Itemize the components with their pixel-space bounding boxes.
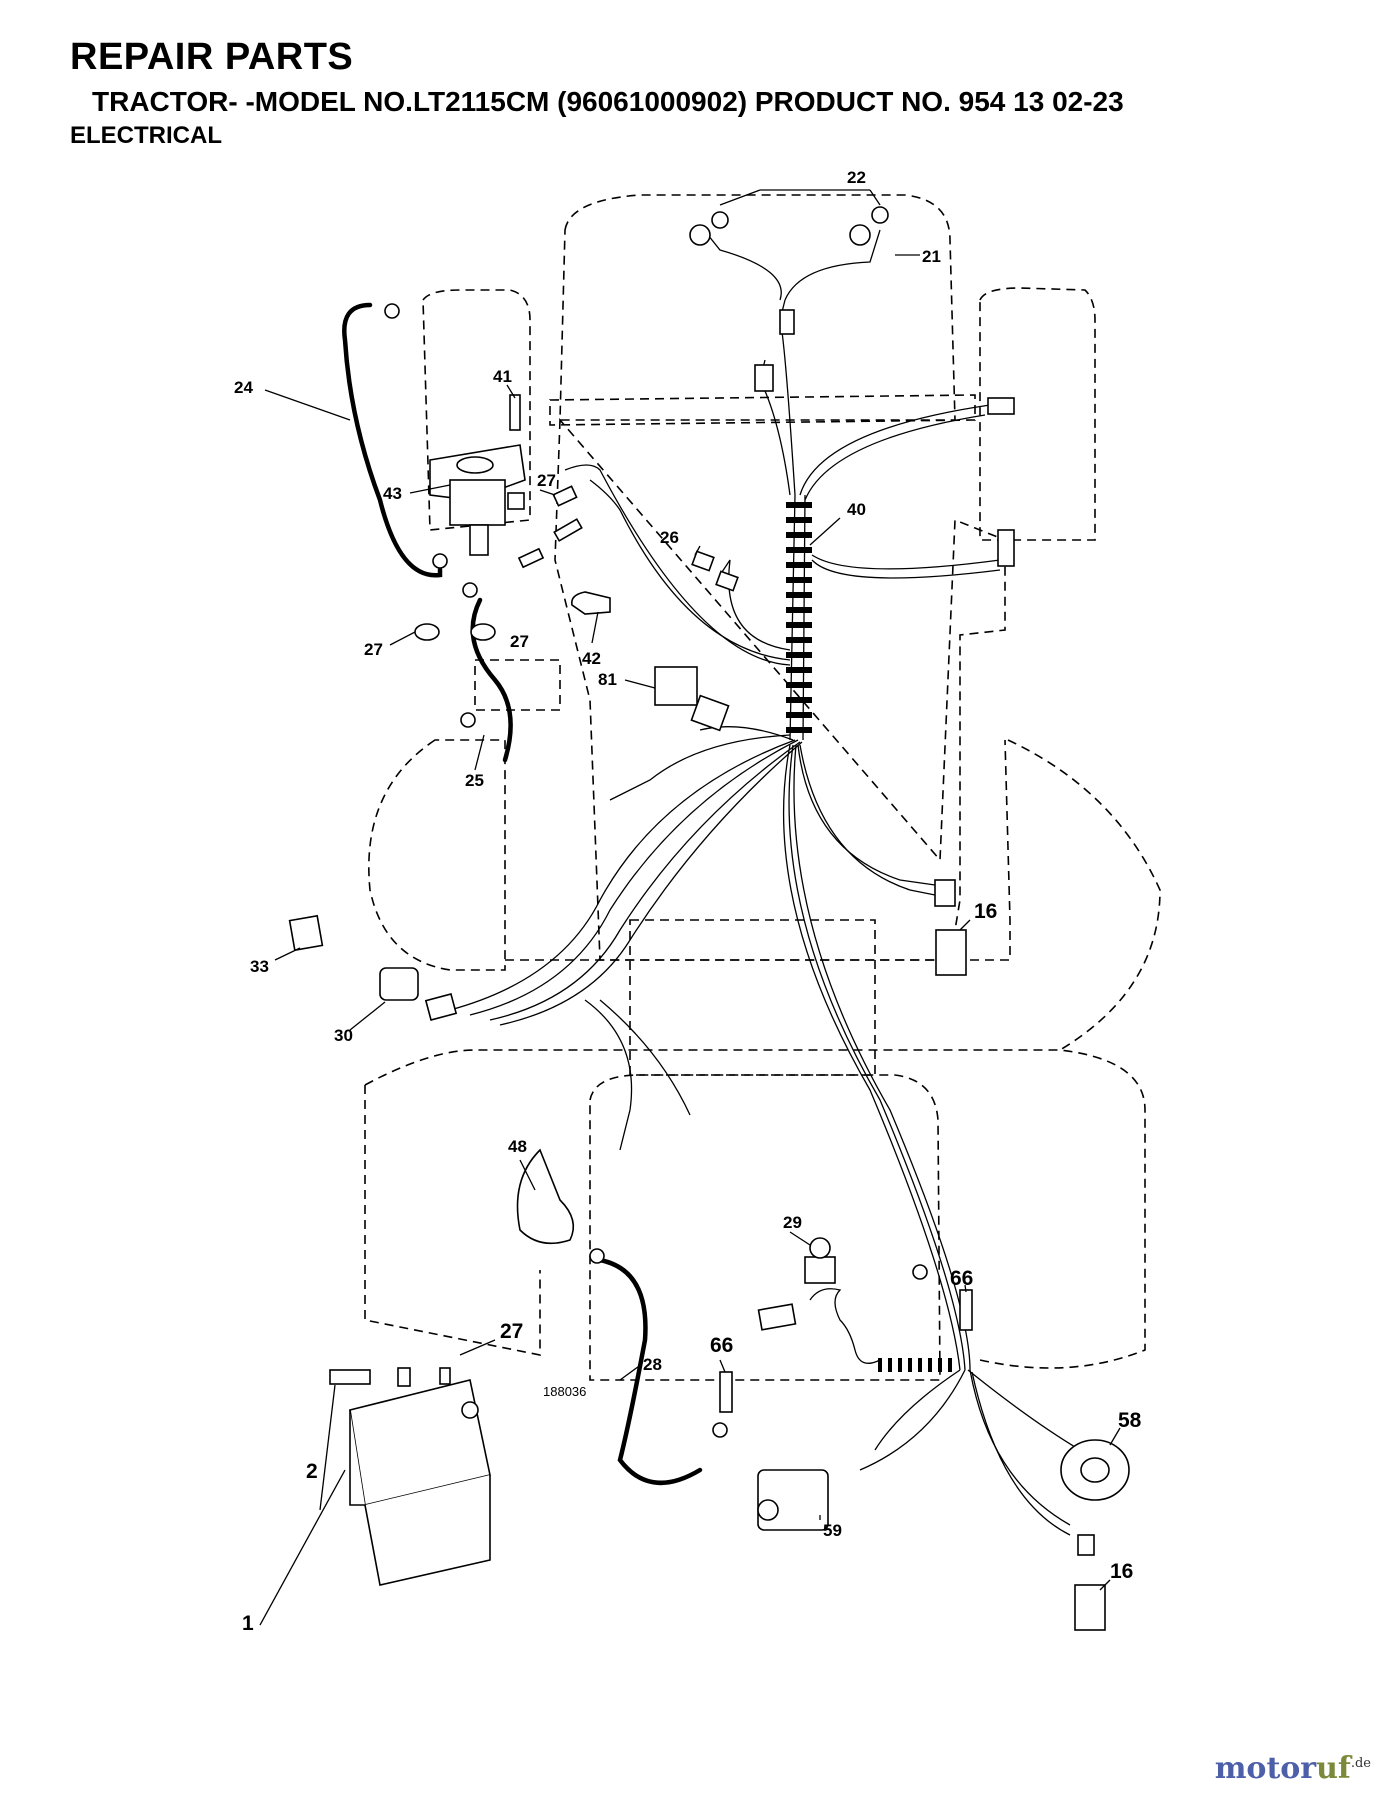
model-subtitle: TRACTOR- -MODEL NO.LT2115CM (96061000902… (92, 86, 1124, 117)
watermark-accent: uf (1316, 1751, 1351, 1786)
section-title: ELECTRICAL (70, 122, 222, 149)
callout-16: 16 (974, 900, 997, 923)
callout-66: 66 (710, 1334, 733, 1357)
callout-66: 66 (950, 1267, 973, 1290)
wire-bundles (449, 224, 1081, 1536)
battery-cables (342, 302, 703, 1486)
page-title: REPAIR PARTS (70, 36, 354, 78)
callout-leaders (259, 189, 1121, 1626)
callout-42: 42 (582, 649, 601, 668)
callout-27: 27 (510, 632, 529, 651)
callout-22: 22 (847, 168, 866, 187)
callout-30: 30 (334, 1026, 353, 1045)
callout-27: 27 (500, 1320, 523, 1343)
drawing-number: 188036 (543, 1384, 586, 1399)
watermark-main: motor (1214, 1751, 1317, 1786)
callout-41: 41 (493, 367, 512, 386)
callout-81: 81 (598, 670, 617, 689)
callout-59: 59 (823, 1521, 842, 1540)
callout-21: 21 (922, 247, 941, 266)
callout-25: 25 (465, 771, 484, 790)
callout-2: 2 (306, 1460, 318, 1483)
callout-43: 43 (383, 484, 402, 503)
callout-29: 29 (783, 1213, 802, 1232)
callout-labels: 22 21 24 41 43 27 40 26 42 81 27 27 25 1… (234, 168, 1142, 1635)
callout-40: 40 (847, 500, 866, 519)
callout-27: 27 (364, 640, 383, 659)
callout-1: 1 (242, 1612, 254, 1635)
main-harness-40 (786, 494, 812, 741)
components (288, 206, 1130, 1631)
callout-48: 48 (508, 1137, 527, 1156)
callout-26: 26 (660, 528, 679, 547)
callout-33: 33 (250, 957, 269, 976)
watermark: motoruf.de (1215, 1751, 1371, 1786)
watermark-suffix: .de (1350, 1756, 1371, 1771)
callout-27: 27 (537, 471, 556, 490)
callout-16: 16 (1110, 1560, 1133, 1583)
coiled-lead (809, 1288, 952, 1372)
callout-24: 24 (234, 378, 253, 397)
callout-58: 58 (1118, 1409, 1142, 1432)
callout-28: 28 (643, 1355, 662, 1374)
tractor-outline (364, 194, 1161, 1381)
